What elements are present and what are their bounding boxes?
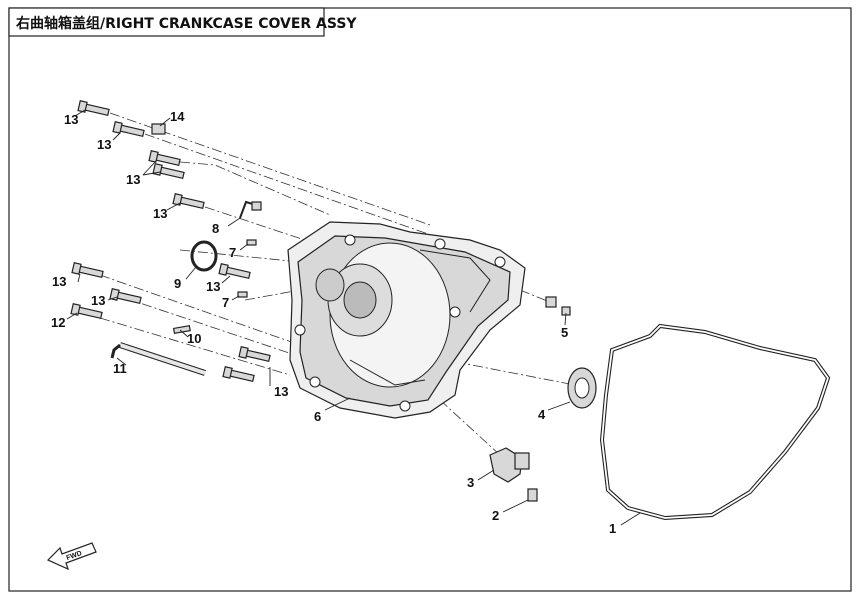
oil-seal	[567, 367, 597, 409]
callout-13: 13	[153, 206, 167, 221]
callout-9: 9	[174, 276, 181, 291]
callout-1: 1	[609, 521, 616, 536]
callout-13: 13	[274, 384, 288, 399]
callout-2: 2	[492, 508, 499, 523]
callout-7: 7	[222, 295, 229, 310]
diagram-border	[8, 7, 852, 592]
callout-7: 7	[229, 245, 236, 260]
cover-gasket	[599, 323, 831, 521]
diagram-title: 右曲轴箱盖组/RIGHT CRANKCASE COVER ASSY	[15, 15, 357, 32]
fwd-arrow-icon: FWD	[46, 542, 97, 571]
callout-14: 14	[170, 109, 185, 124]
callout-8: 8	[212, 221, 219, 236]
callout-labels: 13 14 13 13 13 8 7 9 13 13 7 13 12 10 11…	[51, 109, 616, 536]
callout-6: 6	[314, 409, 321, 424]
title-box: 右曲轴箱盖组/RIGHT CRANKCASE COVER ASSY	[8, 7, 357, 37]
bolt-5	[545, 296, 571, 316]
callout-13: 13	[206, 279, 220, 294]
callout-13: 13	[91, 293, 105, 308]
leader-lines	[66, 109, 641, 526]
o-ring	[190, 240, 218, 272]
callout-13: 13	[126, 172, 140, 187]
callout-5: 5	[561, 325, 568, 340]
callout-10: 10	[187, 331, 201, 346]
crankcase-cover	[287, 221, 526, 419]
callout-12: 12	[51, 315, 65, 330]
callout-11: 11	[113, 361, 127, 376]
elbow-fitting	[489, 447, 530, 483]
bolt-2	[527, 488, 538, 502]
oil-hose	[110, 342, 206, 376]
callout-4: 4	[538, 407, 546, 422]
callout-13: 13	[52, 274, 66, 289]
callout-13: 13	[64, 112, 78, 127]
callout-3: 3	[467, 475, 474, 490]
callout-13: 13	[97, 137, 111, 152]
